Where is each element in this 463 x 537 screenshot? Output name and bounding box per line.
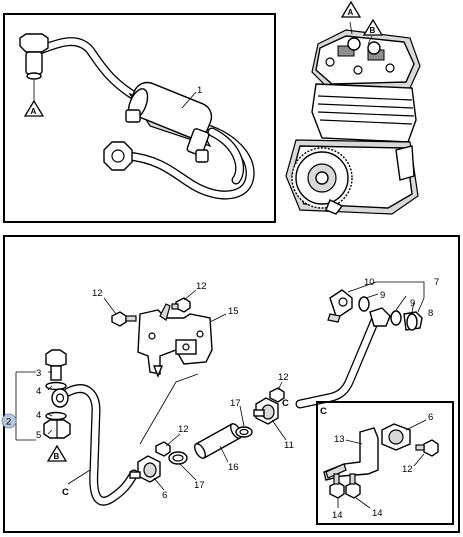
fitting-5 — [43, 419, 71, 439]
detail-c-bracket-13 — [323, 427, 379, 481]
callout-2-badge: 2 — [1, 413, 17, 429]
bolt-8 — [403, 311, 423, 331]
inset-pipe-assembly — [19, 33, 255, 200]
svg-text:B: B — [370, 26, 376, 35]
bracket-15 — [137, 303, 213, 378]
callout-10: 10 — [364, 277, 375, 288]
callout-14-b: 14 — [372, 508, 383, 519]
inset-pipe-frame — [3, 13, 276, 223]
callout-15: 15 — [228, 306, 239, 317]
callout-8: 8 — [428, 308, 433, 319]
callout-1: 1 — [197, 85, 202, 96]
callout-11: 11 — [284, 440, 294, 451]
banjo-fitting-left — [51, 388, 69, 408]
fitting-right — [369, 307, 391, 327]
washer-4-bottom — [45, 411, 67, 421]
detail-c-frame — [316, 401, 454, 525]
callout-17-a: 17 — [194, 480, 205, 491]
main-assembly-frame — [3, 235, 460, 533]
washer-9-b — [390, 310, 402, 326]
leader-lines — [15, 281, 427, 509]
pipe-upper-right — [295, 313, 381, 409]
callout-14-a: 14 — [332, 510, 343, 521]
callout-12-c: 12 — [278, 372, 289, 383]
callout-12-e: 12 — [402, 464, 413, 475]
clamp-17-b — [235, 426, 253, 438]
callout-6-main: 6 — [162, 490, 167, 501]
callout-3: 3 — [36, 368, 41, 379]
detail-c-clamp-6 — [381, 423, 411, 451]
hose-16 — [194, 423, 242, 459]
marker-b-left: B — [46, 444, 68, 462]
callout-pipe-c-1: C — [62, 487, 69, 498]
detail-c-bolts-14 — [329, 473, 361, 499]
callout-12-a: 12 — [92, 288, 103, 299]
bolt-12-a — [111, 311, 137, 327]
marker-b-top: B — [362, 18, 384, 36]
svg-text:A: A — [31, 107, 37, 116]
callout-pipe-c-2: C — [282, 398, 289, 409]
callout-4-bottom: 4 — [36, 410, 41, 421]
svg-text:B: B — [54, 452, 60, 461]
detail-c-title: C — [320, 406, 327, 417]
svg-text:A: A — [348, 8, 354, 17]
clamp-17-a — [168, 451, 188, 465]
clamp-6-main — [129, 455, 161, 483]
washer-9-a — [358, 296, 370, 312]
bolt-12-b — [171, 297, 191, 313]
clamp-11 — [253, 397, 279, 425]
marker-a-top: A — [340, 0, 362, 18]
callout-9-a: 9 — [380, 290, 385, 301]
callout-5: 5 — [36, 430, 41, 441]
compressor-illustration — [285, 21, 421, 215]
svg-text:2: 2 — [6, 417, 11, 428]
callout-17-b: 17 — [230, 398, 241, 409]
callout-13: 13 — [334, 434, 345, 445]
union-nut — [103, 141, 133, 171]
callout-4-top: 4 — [36, 386, 41, 397]
callout-6-detail: 6 — [428, 412, 433, 423]
callout-12-b: 12 — [196, 281, 207, 292]
detail-c-bolt-12 — [415, 439, 439, 457]
banjo-bolt-3 — [45, 349, 67, 381]
callout-7: 7 — [434, 277, 439, 288]
marker-a-left: A — [23, 99, 45, 117]
bolt-12-c — [269, 387, 285, 403]
callout-12-d: 12 — [178, 424, 189, 435]
banjo-fitting — [25, 51, 43, 75]
callout-9-b: 9 — [410, 298, 415, 309]
pipe-c-long — [63, 384, 139, 506]
callout-16: 16 — [228, 462, 239, 473]
banjo-10 — [327, 289, 353, 323]
banjo-bolt-top — [19, 33, 49, 53]
cooler-body — [129, 81, 213, 139]
